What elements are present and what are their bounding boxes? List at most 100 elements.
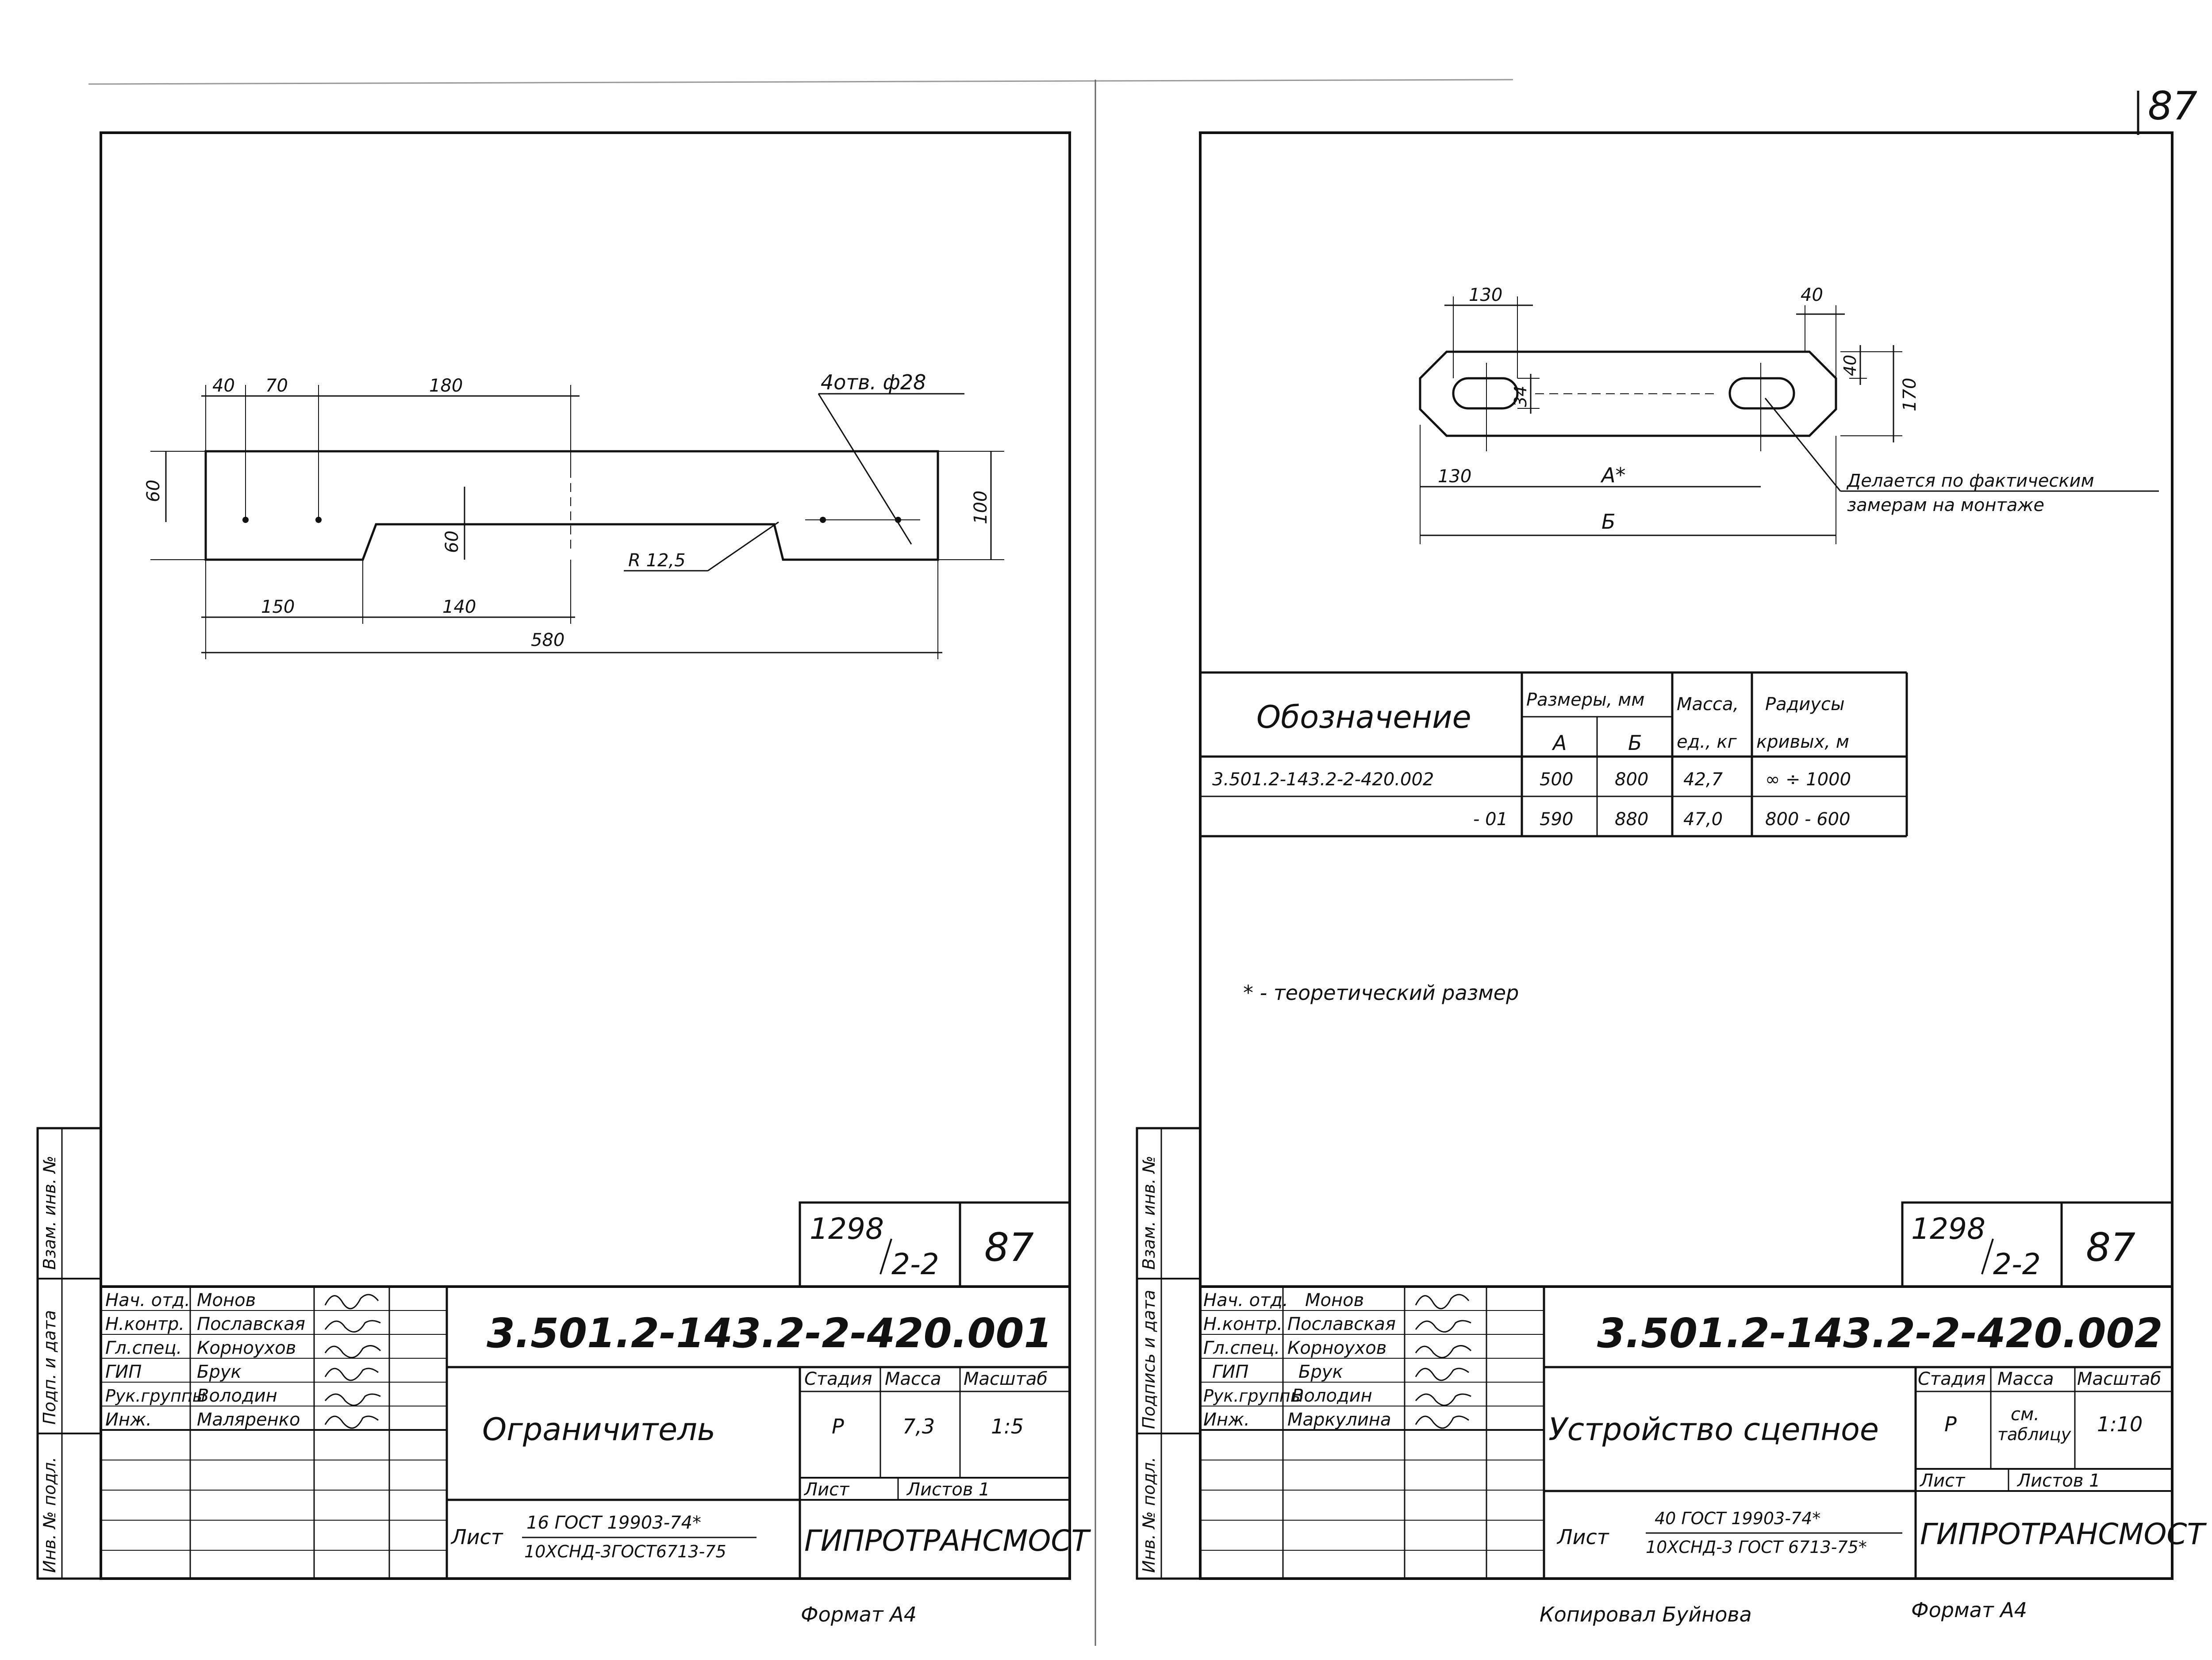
name-0: Монов [1305, 1290, 1364, 1310]
coupling-part-outline [1419, 350, 1837, 437]
right-sheet: 130 40 40 34 170 130 А* Б Делается по фа… [1136, 131, 2207, 1626]
name-4: Володин [1292, 1386, 1372, 1406]
stage-value: Р [1944, 1412, 1957, 1436]
role-1: Н.контр. [1203, 1314, 1283, 1334]
signature [1415, 1294, 1470, 1310]
role-3: ГИП [1212, 1362, 1248, 1382]
th-rad1: Радиусы [1765, 694, 1845, 715]
holes-note: 4отв. ф28 [821, 370, 926, 394]
signature [324, 1320, 381, 1333]
name-3: Брук [1298, 1362, 1343, 1382]
signature [1415, 1345, 1472, 1358]
dim-180: 180 [429, 376, 463, 396]
role-0: Нач. отд. [105, 1290, 190, 1310]
sheet-number: 87 [2086, 1225, 2135, 1270]
sheets-label: Листов 1 [2016, 1471, 2101, 1491]
material-top: 16 ГОСТ 19903-74* [526, 1513, 701, 1533]
radius-label: R 12,5 [628, 550, 686, 571]
signature [1415, 1320, 1471, 1333]
dim-100: 100 [971, 491, 991, 524]
stage-label: Стадия [804, 1369, 872, 1389]
name-1: Пославская [197, 1314, 305, 1334]
limiter-part-outline [204, 450, 939, 561]
note-line2: замерам на монтаже [1847, 495, 2044, 515]
material-bottom: 10ХСНД-3 ГОСТ 6713-75* [1646, 1537, 1867, 1557]
doc-code: 3.501.2-143.2-2-420.001 [487, 1310, 1052, 1357]
dim-40-vert: 40 [1840, 355, 1860, 376]
table-cell-designation: 3.501.2-143.2-2-420.002 [1212, 769, 1434, 790]
role-5: Инж. [1203, 1410, 1250, 1430]
table-cell-radius: 800 - 600 [1765, 809, 1851, 830]
th-designation: Обозначение [1256, 699, 1471, 735]
dim-130-top: 130 [1469, 285, 1502, 305]
name-2: Корноухов [197, 1338, 296, 1358]
side-vzam: Взам. инв. № [1139, 1156, 1159, 1270]
th-mass2: ед., кг [1677, 732, 1737, 752]
th-mass1: Масса, [1677, 694, 1739, 715]
name-5: Маляренко [197, 1410, 300, 1430]
role-0: Нач. отд. [1203, 1290, 1288, 1310]
series-sub: 2-2 [891, 1247, 939, 1281]
table-cell-a: 500 [1540, 769, 1573, 790]
th-b: Б [1628, 731, 1642, 755]
side-podp: Подпись и дата [1139, 1290, 1159, 1429]
footnote: * - теоретический размер [1243, 981, 1519, 1005]
scale-value: 1:5 [991, 1414, 1024, 1438]
mass-label: Масса [1997, 1369, 2054, 1389]
org-name: ГИПРОТРАНСМОСТ [1920, 1517, 2207, 1551]
th-dims: Размеры, мм [1526, 690, 1644, 710]
signature [1415, 1393, 1471, 1406]
stage-value: Р [832, 1414, 844, 1438]
scale-value: 1:10 [2097, 1412, 2143, 1436]
role-4: Рук.группы [1203, 1386, 1304, 1406]
role-3: ГИП [105, 1362, 142, 1382]
table-cell-radius: ∞ ÷ 1000 [1765, 769, 1851, 790]
material-prefix: Лист [1556, 1525, 1609, 1549]
table-cell-mass: 47,0 [1683, 809, 1723, 830]
material-top: 40 ГОСТ 19903-74* [1655, 1509, 1820, 1528]
org-name: ГИПРОТРАНСМОСТ [804, 1524, 1091, 1558]
name-0: Монов [197, 1290, 256, 1310]
role-2: Гл.спец. [105, 1338, 182, 1358]
dim-150: 150 [261, 597, 295, 617]
spec-table: Обозначение Размеры, мм А Б Масса, ед., … [1200, 671, 1908, 838]
role-4: Рук.группы [105, 1386, 206, 1406]
signature [324, 1393, 381, 1406]
slot-left [1452, 377, 1519, 410]
scale-label: Масштаб [964, 1369, 1048, 1389]
slot-right [1728, 377, 1795, 410]
mass-value: 7,3 [902, 1414, 935, 1438]
stage-label: Стадия [1918, 1369, 1985, 1389]
material-bottom: 10ХСНД-3ГОСТ6713-75 [524, 1542, 726, 1561]
page-number: 87 [2148, 83, 2197, 129]
side-podp: Подп. и дата [40, 1310, 59, 1425]
series-number: 1298 [1911, 1212, 1985, 1246]
sheet-label: Лист [1919, 1471, 1966, 1491]
series-sub: 2-2 [1993, 1247, 2041, 1281]
dim-140: 140 [442, 597, 476, 617]
mass-line2: таблицу [1997, 1425, 2071, 1444]
dim-34: 34 [1511, 386, 1530, 407]
dim-130-left: 130 [1438, 466, 1471, 487]
table-cell-b: 800 [1615, 769, 1648, 790]
scale-label: Масштаб [2077, 1369, 2161, 1389]
side-vzam: Взам. инв. № [40, 1156, 59, 1270]
mass-label: Масса [885, 1369, 941, 1389]
table-cell-a: 590 [1540, 809, 1573, 830]
name-1: Пославская [1287, 1314, 1396, 1334]
name-4: Володин [197, 1386, 277, 1406]
dim-a: А* [1600, 463, 1625, 487]
dim-b: Б [1601, 510, 1616, 534]
doc-title: Устройство сцепное [1548, 1411, 1879, 1448]
signature [324, 1294, 379, 1310]
name-2: Корноухов [1287, 1338, 1386, 1358]
signature [324, 1345, 381, 1358]
dim-60-left: 60 [143, 480, 164, 502]
th-rad2: кривых, м [1756, 732, 1849, 752]
signature [1415, 1415, 1469, 1429]
dim-40-top: 40 [1801, 285, 1823, 305]
table-cell-mass: 42,7 [1683, 769, 1723, 790]
role-5: Инж. [105, 1410, 152, 1430]
table-cell-designation: - 01 [1473, 809, 1508, 830]
